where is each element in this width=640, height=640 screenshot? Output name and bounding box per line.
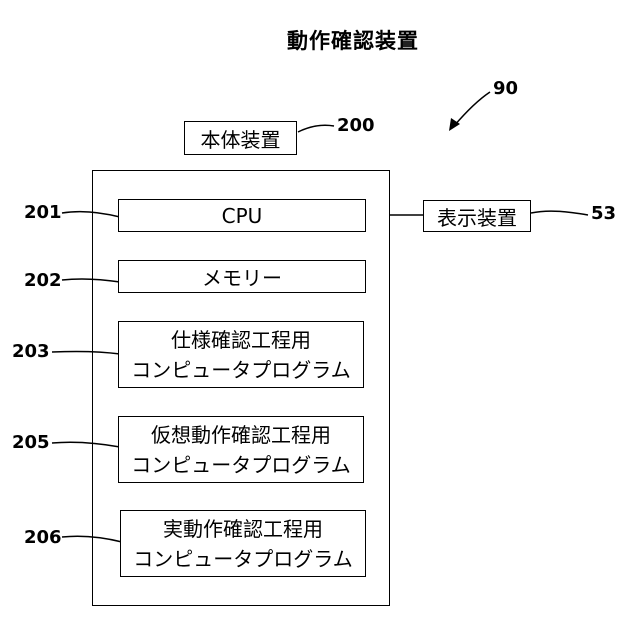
actual-program-box: 実動作確認工程用 コンピュータプログラム xyxy=(120,510,366,577)
virtual-program-box: 仮想動作確認工程用 コンピュータプログラム xyxy=(118,416,364,483)
main-unit-ref: 200 xyxy=(337,117,375,135)
spec-program-ref: 203 xyxy=(12,343,50,361)
cpu-label: CPU xyxy=(222,204,263,228)
spec-program-line1: 仕様確認工程用 xyxy=(171,325,311,355)
actual-program-line1: 実動作確認工程用 xyxy=(163,514,323,544)
cpu-ref: 201 xyxy=(24,204,62,222)
memory-box: メモリー xyxy=(118,260,366,293)
main-unit-leader xyxy=(298,125,334,132)
spec-program-line2: コンピュータプログラム xyxy=(131,355,350,385)
display-unit-ref: 53 xyxy=(591,205,616,223)
cpu-box: CPU xyxy=(118,199,366,232)
system-ref-label: 90 xyxy=(493,80,518,98)
display-unit-box: 表示装置 xyxy=(423,200,531,232)
virtual-program-ref: 205 xyxy=(12,434,50,452)
virtual-program-line1: 仮想動作確認工程用 xyxy=(151,420,331,450)
diagram-title: 動作確認装置 xyxy=(287,31,419,52)
spec-program-box: 仕様確認工程用 コンピュータプログラム xyxy=(118,321,364,388)
display-unit-leader xyxy=(531,211,588,215)
main-unit-box: 本体装置 xyxy=(184,121,297,155)
memory-label: メモリー xyxy=(202,262,282,291)
actual-program-line2: コンピュータプログラム xyxy=(133,544,352,574)
actual-program-ref: 206 xyxy=(24,529,62,547)
memory-ref: 202 xyxy=(24,272,62,290)
virtual-program-line2: コンピュータプログラム xyxy=(131,450,350,480)
system-ref-arrow xyxy=(454,92,490,126)
